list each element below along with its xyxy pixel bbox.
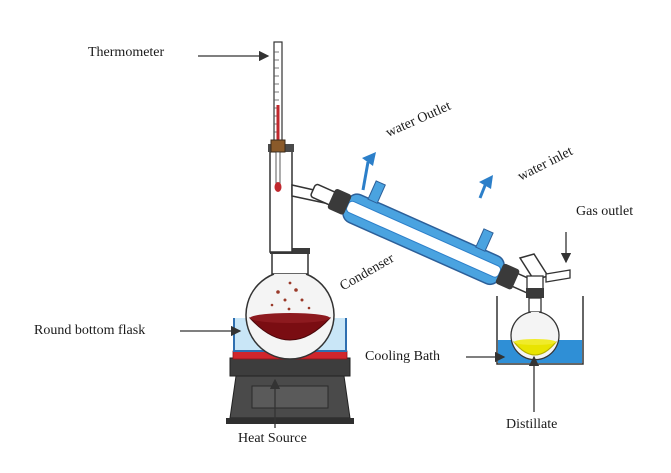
label-pointers — [180, 50, 572, 428]
thermometer-label: Thermometer — [88, 45, 165, 60]
receiver-adapter — [518, 253, 571, 298]
cooling-bath-label: Cooling Bath — [365, 349, 441, 364]
heat-source-label: Heat Source — [238, 431, 307, 446]
gas-outlet-label: Gas outlet — [576, 204, 634, 219]
heat-source — [226, 350, 354, 424]
distillate-label: Distillate — [506, 417, 558, 432]
thermometer — [270, 41, 286, 192]
round-bottom-flask — [245, 248, 335, 360]
condenser — [310, 180, 540, 296]
water-flow-arrows — [361, 152, 493, 199]
receiving-flask — [510, 297, 560, 361]
round-bottom-flask-label: Round bottom flask — [34, 323, 146, 338]
